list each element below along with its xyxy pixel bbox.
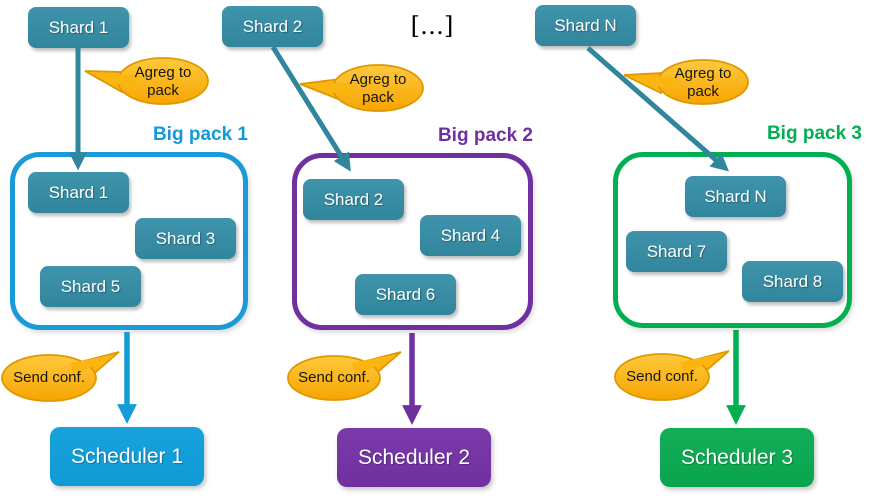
send-bubble-label-3: Send conf. [626,368,698,385]
aggregate-bubble-label-1: Agreg to pack [134,64,192,99]
send-bubble-label-1: Send conf. [13,369,85,386]
pack2-shard-6: Shard 6 [355,274,456,315]
aggregate-bubble-label-2: Agreg to pack [349,71,407,106]
pack2-shard-4: Shard 4 [420,215,521,256]
source-shard-2: Shard 2 [222,6,323,47]
scheduler-3-box: Scheduler 3 [660,428,814,487]
scheduler-2-box: Scheduler 2 [337,428,491,487]
big-pack-3-container [613,152,852,328]
big-pack-1-label: Big pack 1 [152,124,248,145]
aggregate-bubble-label-3: Agreg to pack [674,65,732,100]
ellipsis-label: […] [410,12,454,40]
pack1-shard-1: Shard 1 [28,172,129,213]
big-pack-2-label: Big pack 2 [437,125,533,146]
pack1-shard-5: Shard 5 [40,266,141,307]
arrow-shard2-to-pack2 [270,45,351,172]
pack3-shard-8: Shard 8 [742,261,843,302]
source-shard-n: Shard N [535,5,636,46]
big-pack-3-label: Big pack 3 [766,123,862,144]
pack3-shard-7: Shard 7 [626,231,727,272]
big-pack-1-container [10,152,248,330]
big-pack-2-container [292,153,533,330]
send-bubble-label-2: Send conf. [298,369,370,386]
pack2-shard-2: Shard 2 [303,179,404,220]
pack3-shard-n: Shard N [685,176,786,217]
pack1-shard-3: Shard 3 [135,218,236,259]
source-shard-1: Shard 1 [28,7,129,48]
scheduler-1-box: Scheduler 1 [50,427,204,486]
